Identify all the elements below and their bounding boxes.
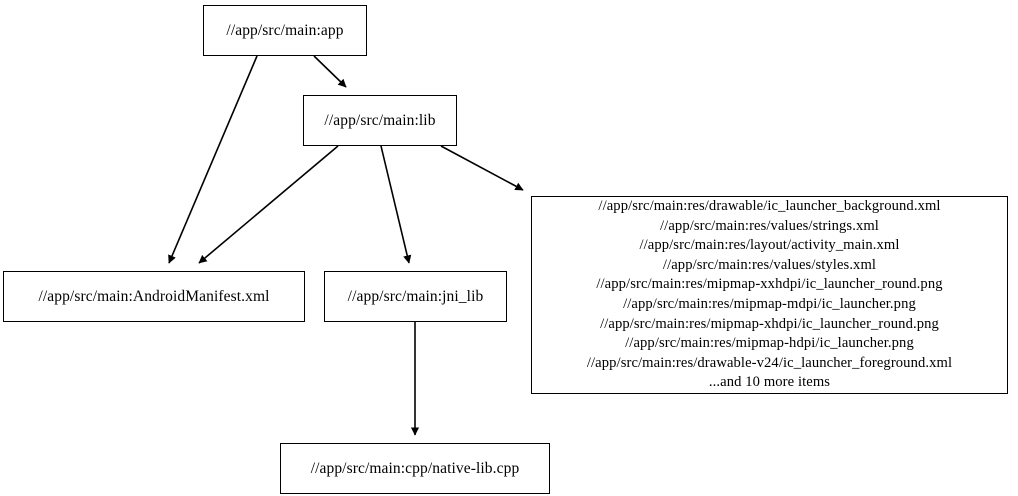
node-lib[interactable]: //app/src/main:lib (303, 95, 457, 146)
edge-app-to-lib (313, 55, 347, 88)
edge-lib-to-manifest (198, 145, 339, 264)
node-android-manifest[interactable]: //app/src/main:AndroidManifest.xml (3, 271, 305, 322)
node-lib-label: //app/src/main:lib (324, 111, 436, 129)
node-app[interactable]: //app/src/main:app (203, 5, 367, 56)
node-app-label: //app/src/main:app (226, 21, 344, 39)
node-resources-group-label: //app/src/main:res/drawable/ic_launcher_… (586, 198, 953, 391)
node-jni-lib-label: //app/src/main:jni_lib (347, 287, 484, 305)
edge-lib-to-resources (440, 145, 524, 191)
edge-lib-to-jni-lib (380, 145, 412, 264)
node-jni-lib[interactable]: //app/src/main:jni_lib (324, 271, 507, 322)
node-native-lib-cpp[interactable]: //app/src/main:cpp/native-lib.cpp (280, 443, 550, 494)
node-native-lib-cpp-label: //app/src/main:cpp/native-lib.cpp (310, 459, 520, 477)
edge-app-to-manifest (168, 55, 258, 264)
node-android-manifest-label: //app/src/main:AndroidManifest.xml (38, 287, 270, 305)
node-resources-group[interactable]: //app/src/main:res/drawable/ic_launcher_… (531, 196, 1008, 394)
